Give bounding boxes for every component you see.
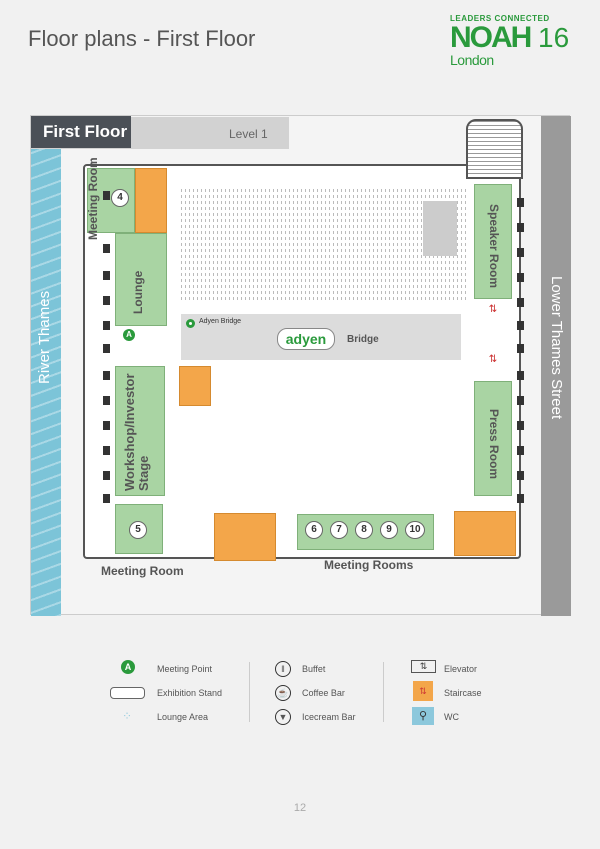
window [103, 191, 110, 200]
speaker-room-label: Speaker Room [487, 204, 501, 289]
window [103, 446, 110, 455]
floor-level: Level 1 [229, 127, 268, 141]
floor-title: First Floor [31, 116, 131, 148]
meeting-point-icon: A [121, 660, 135, 674]
window [103, 271, 110, 280]
window [517, 371, 524, 380]
legend-elevator: Elevator [444, 664, 478, 674]
staircase-center [179, 366, 211, 406]
window [103, 471, 110, 480]
page-title: Floor plans - First Floor [28, 26, 256, 51]
room-number-4: 4 [111, 189, 129, 207]
legend-divider [249, 662, 250, 722]
window [517, 223, 524, 232]
logo-year: 16 [538, 22, 570, 53]
workshop-investor-stage[interactable] [115, 366, 165, 496]
river-label: River Thames [36, 290, 53, 384]
elevator-north-icon: ⇅ [474, 304, 512, 324]
lounge-label: Lounge [131, 270, 145, 314]
window [103, 421, 110, 430]
window [517, 273, 524, 282]
window [517, 471, 524, 480]
window [103, 296, 110, 305]
street-strip: Lower Thames Street [541, 116, 571, 616]
window [517, 248, 524, 257]
auditorium-seating [181, 188, 466, 300]
window [517, 198, 524, 207]
meeting-rooms-label: Meeting Rooms [324, 558, 414, 572]
logo-tagline: LEADERS CONNECTED [450, 14, 550, 23]
window [103, 494, 110, 503]
window [103, 344, 110, 353]
lounge[interactable] [115, 233, 167, 326]
elevator-south-icon: ⇅ [474, 354, 512, 374]
elevator-icon: ⇅ [411, 660, 436, 673]
room-number-10: 10 [405, 521, 425, 539]
legend-icecream-bar: Icecream Bar [302, 712, 356, 722]
bridge-tag: Adyen Bridge [199, 318, 242, 325]
window [517, 446, 524, 455]
legend-staircase: Staircase [444, 688, 482, 698]
page-number: 12 [293, 802, 307, 814]
staircase-icon: ⇅ [413, 681, 433, 701]
legend-coffee-bar: Coffee Bar [302, 688, 345, 698]
staircase-north-west [135, 168, 167, 233]
meeting-room-5-label: Meeting Room [101, 564, 184, 578]
legend-meeting-point: Meeting Point [157, 664, 213, 674]
window [103, 244, 110, 253]
legend-lounge-area: Lounge Area [157, 712, 209, 722]
speaker-room[interactable] [474, 184, 512, 299]
floor-map: River Thames Lower Thames Street First F… [30, 115, 571, 616]
legend-divider [383, 662, 384, 722]
window [517, 344, 524, 353]
adyen-logo: adyen [277, 328, 335, 350]
meeting-room-label: Meeting Room [86, 157, 100, 240]
window [517, 298, 524, 307]
logo-city: London [450, 52, 494, 68]
room-number-6: 6 [305, 521, 323, 539]
window [103, 371, 110, 380]
meeting-point-marker: A [123, 329, 135, 341]
exhibition-stand-icon [110, 687, 145, 699]
room-number-7: 7 [330, 521, 348, 539]
wc-icon: ⚲ [412, 707, 434, 725]
window [517, 421, 524, 430]
window [103, 396, 110, 405]
room-number-8: 8 [355, 521, 373, 539]
buffet-icon: ǁ [275, 661, 291, 677]
workshop-label: Workshop/Investor Stage [122, 373, 151, 491]
street-label: Lower Thames Street [548, 276, 565, 420]
window [517, 321, 524, 330]
legend-wc: WC [444, 712, 459, 722]
river-strip: River Thames [31, 116, 61, 616]
legend-exhibition-stand: Exhibition Stand [157, 688, 223, 698]
staircase-south-east [454, 511, 516, 556]
window [103, 321, 110, 330]
staircase-south [214, 513, 276, 561]
logo-name: NOAH [450, 21, 532, 54]
coffee-bar-icon: ☕ [275, 685, 291, 701]
window [517, 396, 524, 405]
room-number-9: 9 [380, 521, 398, 539]
lounge-area-icon: ⁘ [122, 709, 133, 723]
icecream-bar-icon: ▼ [275, 709, 291, 725]
legend-buffet: Buffet [302, 664, 326, 674]
stairwell [466, 119, 523, 179]
bridge-marker-icon [186, 319, 195, 328]
room-number-5: 5 [129, 521, 147, 539]
bridge-label: Bridge [347, 334, 379, 345]
press-room[interactable] [474, 381, 512, 496]
press-room-label: Press Room [487, 409, 501, 480]
stage [423, 201, 457, 256]
window [517, 494, 524, 503]
noah-logo: LEADERS CONNECTED NOAH 16 London [448, 15, 570, 69]
